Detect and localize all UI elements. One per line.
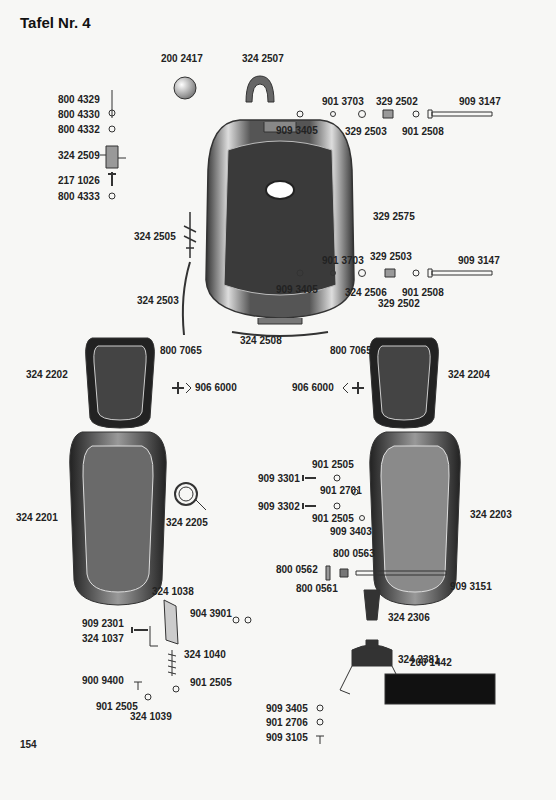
part-number: 800 0563 — [333, 549, 375, 559]
part-number: 329 2575 — [373, 212, 415, 222]
part-number: 909 3301 — [258, 474, 300, 484]
part-number: 800 0561 — [296, 584, 338, 594]
part-number: 200 2417 — [161, 54, 203, 64]
part-number: 324 2203 — [470, 510, 512, 520]
part-number: 329 2502 — [378, 299, 420, 309]
part-number: 324 2201 — [16, 513, 58, 523]
part-number: 909 3147 — [459, 97, 501, 107]
part-number: 329 2502 — [376, 97, 418, 107]
part-number: 329 2503 — [345, 127, 387, 137]
part-number: 909 3405 — [276, 285, 318, 295]
part-number: 800 7065 — [160, 346, 202, 356]
part-number: 324 2508 — [240, 336, 282, 346]
part-number: 906 6000 — [195, 383, 237, 393]
part-number: 909 3105 — [266, 733, 308, 743]
part-number: 324 1039 — [130, 712, 172, 722]
part-number: 901 3703 — [322, 256, 364, 266]
part-number: 909 3405 — [266, 704, 308, 714]
part-number: 909 3403 — [330, 527, 372, 537]
part-number: 904 3901 — [190, 609, 232, 619]
part-number: 901 2505 — [190, 678, 232, 688]
part-number: 324 2204 — [448, 370, 490, 380]
part-number: 800 4329 — [58, 95, 100, 105]
part-number: 901 2706 — [266, 718, 308, 728]
part-number: 901 2505 — [312, 514, 354, 524]
part-number: 800 4333 — [58, 192, 100, 202]
part-number: 800 7065 — [330, 346, 372, 356]
part-number: 217 1026 — [58, 176, 100, 186]
part-number: 901 2505 — [312, 460, 354, 470]
part-number: 909 3405 — [276, 126, 318, 136]
part-number: 800 4332 — [58, 125, 100, 135]
part-number: 324 2202 — [26, 370, 68, 380]
plate-title: Tafel Nr. 4 — [20, 14, 91, 31]
part-number: 901 2701 — [320, 486, 362, 496]
part-number: 901 3703 — [322, 97, 364, 107]
part-number: 909 2301 — [82, 619, 124, 629]
part-number: 900 9400 — [82, 676, 124, 686]
part-number: 324 2507 — [242, 54, 284, 64]
part-number: 909 3151 — [450, 582, 492, 592]
part-number: 909 3302 — [258, 502, 300, 512]
part-number: 324 1040 — [184, 650, 226, 660]
part-number: 329 2503 — [370, 252, 412, 262]
part-number: 906 6000 — [292, 383, 334, 393]
part-number: 901 2508 — [402, 127, 444, 137]
part-number: 901 2508 — [402, 288, 444, 298]
part-number: 324 2503 — [137, 296, 179, 306]
part-number: 324 1037 — [82, 634, 124, 644]
part-number: 909 3147 — [458, 256, 500, 266]
part-number: 324 2306 — [388, 613, 430, 623]
part-number: 324 1038 — [152, 587, 194, 597]
part-number: 324 2509 — [58, 151, 100, 161]
part-number: 324 2205 — [166, 518, 208, 528]
part-number: 901 2505 — [96, 702, 138, 712]
part-number: 800 4330 — [58, 110, 100, 120]
part-number: 324 2506 — [345, 288, 387, 298]
part-number: 200 1442 — [410, 658, 452, 668]
part-number: 324 2505 — [134, 232, 176, 242]
page-number: 154 — [20, 740, 37, 750]
part-number: 800 0562 — [276, 565, 318, 575]
